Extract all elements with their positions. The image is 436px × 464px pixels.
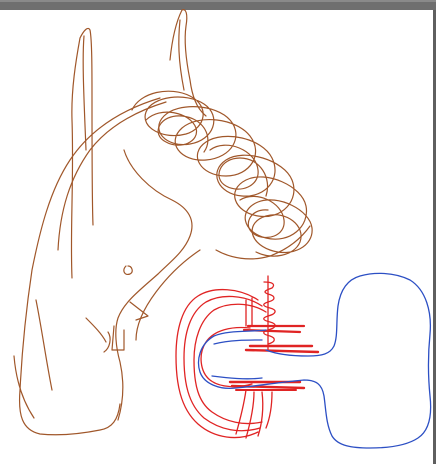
red-spiral bbox=[264, 282, 275, 344]
brown-coil-tail bbox=[216, 226, 310, 259]
brown-upright-left-b bbox=[83, 36, 86, 150]
brown-upright-right-b bbox=[179, 20, 184, 90]
red-loop-outer-2 bbox=[184, 296, 262, 430]
red-strokes bbox=[176, 276, 318, 438]
brown-inner-curve bbox=[124, 150, 192, 274]
brown-small-loop bbox=[124, 266, 132, 274]
blue-neck-top bbox=[214, 340, 262, 344]
brown-tube-lower bbox=[116, 274, 158, 420]
brown-upright-right bbox=[170, 10, 206, 116]
brown-strokes bbox=[14, 10, 312, 435]
brown-notch-b bbox=[104, 332, 110, 352]
brown-coil bbox=[132, 91, 312, 256]
red-strand-1 bbox=[236, 390, 246, 434]
brown-left-swoop bbox=[36, 300, 52, 390]
brown-tube-lower-2 bbox=[136, 250, 200, 340]
brown-notch-c bbox=[112, 326, 124, 350]
red-strand-4 bbox=[266, 392, 272, 428]
red-band-top-d bbox=[246, 350, 318, 352]
blue-neck-bottom bbox=[212, 376, 262, 379]
brown-body-outline-2 bbox=[58, 102, 166, 250]
red-strand-3 bbox=[258, 392, 263, 436]
brown-notch-d bbox=[130, 302, 148, 320]
red-loop-outer-3 bbox=[194, 304, 266, 423]
brown-body-outline bbox=[20, 98, 160, 435]
brown-notch-a bbox=[86, 318, 106, 342]
brown-bottom-curve bbox=[14, 356, 34, 418]
